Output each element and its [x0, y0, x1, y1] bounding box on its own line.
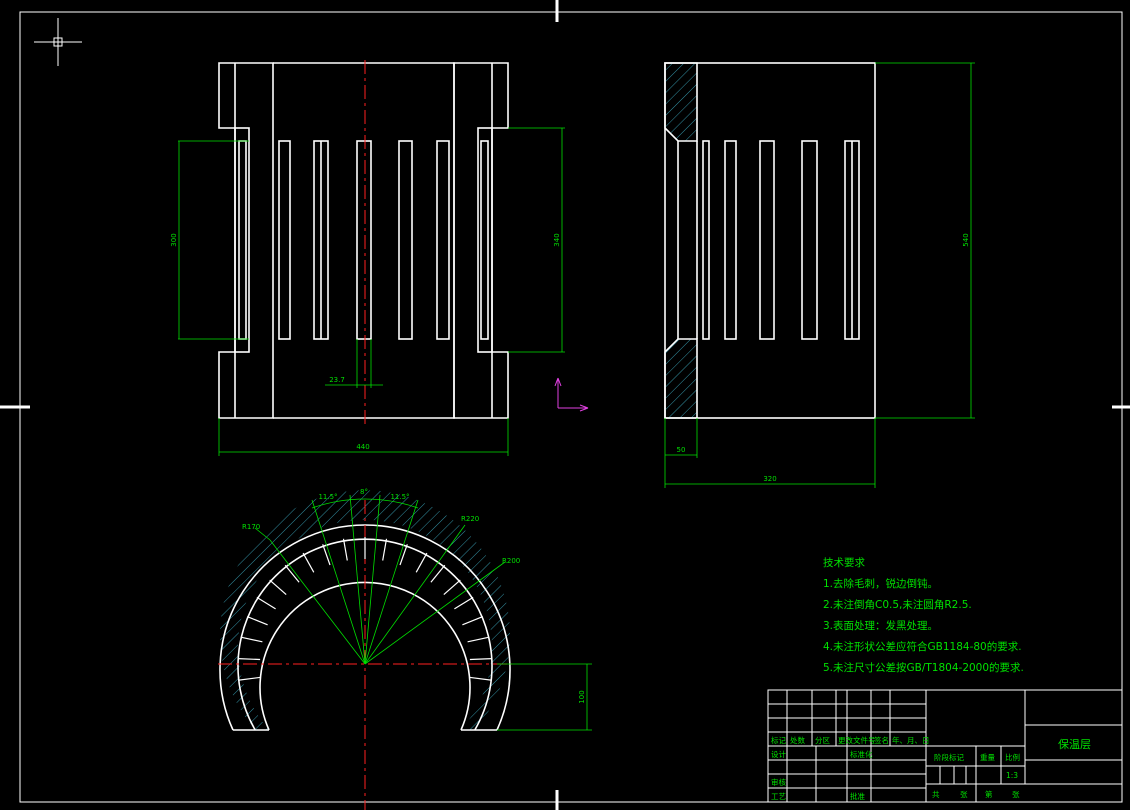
- arc-block-divider: [469, 676, 492, 681]
- tech-title: 技术要求: [823, 556, 865, 569]
- arc-block-divider: [462, 616, 484, 626]
- tech-item-5: 5.未注尺寸公差按GB/T1804-2000的要求.: [823, 661, 1024, 674]
- arc-block-divider: [443, 579, 461, 596]
- arc-block-divider: [454, 596, 474, 610]
- tb-design: 设计: [771, 749, 786, 759]
- tb-sheet-no-unit: 张: [1012, 790, 1020, 799]
- arc-block-divider: [238, 658, 261, 661]
- tb-sheet-total-unit: 张: [960, 790, 968, 799]
- arc-block-divider: [269, 579, 287, 596]
- tech-item-4: 4.未注形状公差应符合GB1184-80的要求.: [823, 640, 1022, 653]
- tb-label-date: 年、月、日: [892, 735, 930, 745]
- technical-requirements: 技术要求 1.去除毛刺，锐边倒钝。 2.未注倒角C0.5,未注圆角R2.5. 3…: [823, 556, 1024, 674]
- arc-block-divider: [246, 616, 268, 626]
- tb-process: 工艺: [771, 792, 786, 801]
- arc-block-divider: [256, 596, 276, 610]
- dim-side-wall: 50: [677, 446, 686, 454]
- arc-block-divider: [382, 538, 388, 561]
- dim-arc-angle-left: 11.5°: [318, 493, 337, 501]
- ucs-icon: [554, 377, 589, 412]
- tb-stage-mark: 阶段标记: [934, 752, 964, 762]
- dim-side-height: 540: [962, 233, 970, 246]
- dim-arc-angle-mid: 8°: [360, 488, 368, 496]
- tb-label-mark: 标记: [771, 735, 786, 745]
- title-block[interactable]: 标记 处数 分区 更改文件号 签名 年、月、日 设计 标准化 审核 工艺 批准 …: [767, 689, 1123, 803]
- side-dimensions[interactable]: 540 50 320: [664, 62, 975, 488]
- tb-scale-label: 比例: [1005, 752, 1020, 762]
- arc-block-divider: [302, 552, 315, 573]
- arc-block-divider: [240, 636, 263, 643]
- dim-radius-inner: R170: [242, 523, 260, 531]
- arc-blocks: [238, 537, 492, 681]
- tb-standardize: 标准化: [850, 749, 873, 759]
- dim-front-height-right: 340: [553, 233, 561, 246]
- dim-front-offset: 23.7: [329, 376, 345, 384]
- arc-block-divider: [415, 552, 428, 573]
- arc-block-divider: [469, 658, 492, 661]
- tech-item-2: 2.未注倒角C0.5,未注圆角R2.5.: [823, 598, 972, 611]
- arc-block-divider: [430, 564, 446, 583]
- tb-sheet-total: 共: [932, 790, 940, 799]
- cursor-crosshair-icon: [34, 18, 82, 66]
- arc-block-divider: [342, 538, 348, 561]
- tb-part-name: 保温层: [1058, 737, 1091, 751]
- tb-sheet-no: 第: [985, 789, 993, 799]
- tb-scale-value: 1:3: [1006, 771, 1018, 780]
- dim-radius-mid: R200: [502, 557, 520, 565]
- tb-label-count: 处数: [790, 735, 805, 745]
- front-view[interactable]: [218, 60, 509, 425]
- tb-label-signature: 签名: [874, 735, 889, 745]
- drawing-border: [19, 11, 1123, 803]
- arc-block-divider: [238, 676, 261, 681]
- front-dimensions[interactable]: 300 340 23.7 440: [170, 127, 565, 456]
- arc-dimensions[interactable]: R170 R220 R200 11.5° 8° 11.5° 100: [242, 488, 592, 731]
- tb-weight: 重量: [980, 753, 995, 762]
- dim-side-width: 320: [763, 475, 776, 483]
- arc-block-divider: [284, 564, 300, 583]
- side-view[interactable]: [664, 62, 876, 419]
- tb-label-zone: 分区: [815, 736, 830, 745]
- dim-front-height-left: 300: [170, 233, 178, 246]
- arc-block-divider: [322, 544, 331, 566]
- tb-review: 审核: [771, 777, 786, 787]
- tb-approve: 批准: [850, 791, 865, 801]
- dim-radius-outer: R220: [461, 515, 479, 523]
- dim-bottom-height: 100: [578, 690, 586, 703]
- arc-block-divider: [467, 636, 490, 643]
- tb-label-change-doc: 更改文件号: [838, 735, 876, 745]
- dim-arc-angle-right: 11.5°: [390, 493, 409, 501]
- arc-block-divider: [399, 544, 408, 566]
- dim-front-width: 440: [356, 443, 369, 451]
- tech-item-1: 1.去除毛刺，锐边倒钝。: [823, 577, 938, 590]
- tech-item-3: 3.表面处理：发黑处理。: [823, 619, 938, 632]
